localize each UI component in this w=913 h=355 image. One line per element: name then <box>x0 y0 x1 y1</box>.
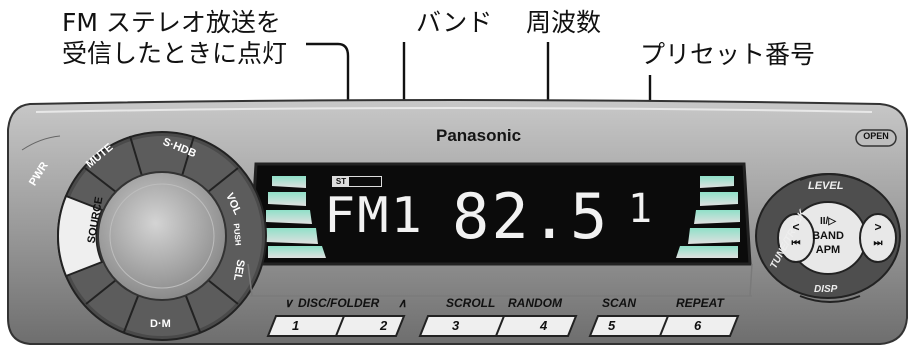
play-pause-icon: II/▷ <box>819 216 837 227</box>
stereo-annotation: FM ステレオ放送を 受信したときに点灯 <box>62 8 287 69</box>
scroll-label: SCROLL <box>446 296 496 310</box>
stereo-annotation-line2: 受信したときに点灯 <box>62 38 288 68</box>
band-button[interactable]: BAND <box>812 230 844 242</box>
preset-button-6[interactable]: 6 <box>694 318 702 333</box>
disc-folder-label: DISC/FOLDER <box>298 296 380 310</box>
preset-annotation: プリセット番号 <box>640 40 816 69</box>
apm-label: APM <box>815 244 841 256</box>
source-button <box>57 194 104 278</box>
frequency-annotation: 周波数 <box>526 8 602 37</box>
left-level-meter <box>266 176 326 258</box>
disc-folder-up-icon: ∧ <box>398 296 407 310</box>
random-label: RANDOM <box>508 296 562 310</box>
skip-forward-icon: ⏭ <box>873 238 883 249</box>
band-display: FM1 <box>324 187 424 245</box>
next-arrow-icon: > <box>874 220 882 234</box>
push-label: PUSH <box>231 223 243 246</box>
disc-folder-down-icon: ∨ <box>284 296 293 310</box>
level-label[interactable]: LEVEL <box>808 180 844 192</box>
preset-button-4[interactable]: 4 <box>540 318 548 333</box>
repeat-label: REPEAT <box>676 296 724 310</box>
preset-button-2[interactable]: 2 <box>380 318 388 333</box>
preset-button-3[interactable]: 3 <box>452 318 460 333</box>
frequency-display: 82.5 <box>452 180 610 253</box>
prev-arrow-icon: < <box>792 220 800 234</box>
preset-display: 1 <box>628 186 653 232</box>
preset-button-5[interactable]: 5 <box>608 318 616 333</box>
stereo-leader-line <box>306 42 350 182</box>
preset-button-1[interactable]: 1 <box>292 318 300 333</box>
skip-back-icon: ⏮ <box>791 238 801 249</box>
stereo-indicator: ST <box>332 176 382 187</box>
prev-button <box>777 213 815 263</box>
next-button <box>859 213 897 263</box>
preset-buttons <box>266 315 740 337</box>
brand-logo: Panasonic <box>436 126 522 145</box>
disp-button[interactable]: DISP <box>814 284 838 295</box>
open-label[interactable]: OPEN <box>863 131 889 141</box>
dm-button[interactable]: D·M <box>150 318 171 330</box>
scan-label: SCAN <box>602 296 637 310</box>
open-button <box>855 129 897 147</box>
band-annotation: バンド <box>416 8 493 37</box>
right-level-meter <box>676 176 740 258</box>
stereo-annotation-line1: FM ステレオ放送を <box>62 8 281 37</box>
volume-knob <box>97 171 227 301</box>
